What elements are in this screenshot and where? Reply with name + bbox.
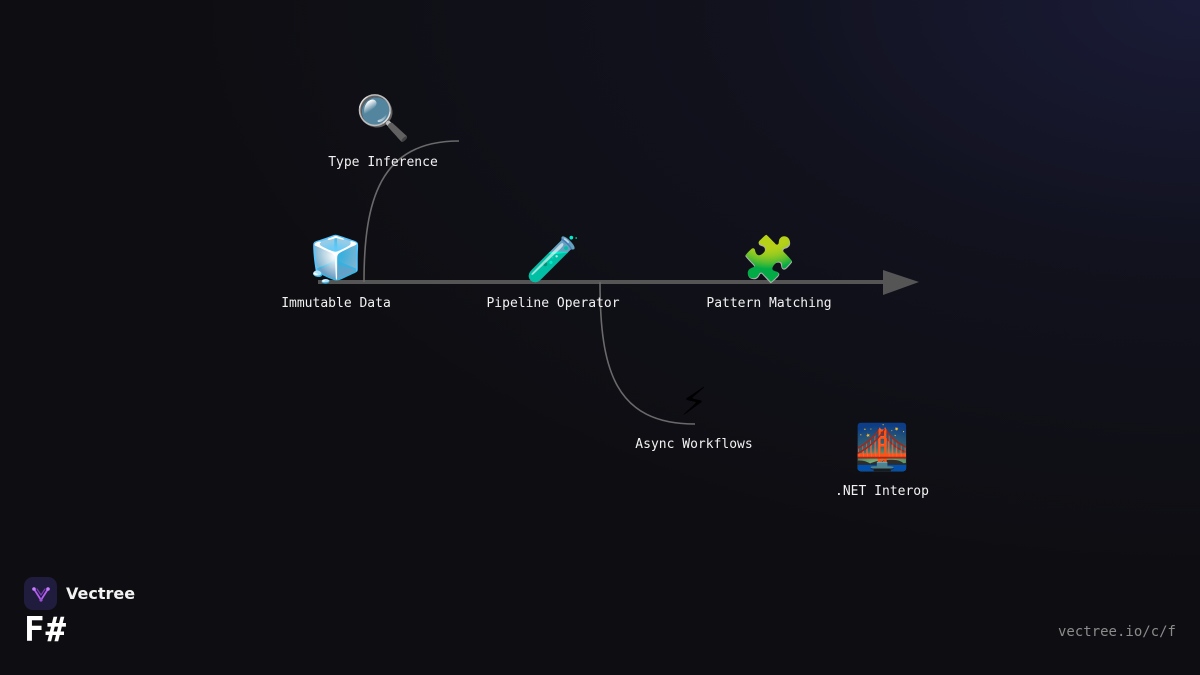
topic-title: F# [24,610,67,650]
node-label: Pattern Matching [706,296,831,311]
vectree-logo-icon [24,577,57,610]
node-label: Type Inference [328,155,438,170]
brand: Vectree [24,577,135,610]
node-net-interop: 🌉 .NET Interop [835,422,929,499]
node-label: Pipeline Operator [486,296,619,311]
logo-glyph [31,586,50,602]
puzzle-piece-icon: 🧩 [742,234,797,285]
brand-name: Vectree [66,584,136,603]
connector-async-workflows [599,281,696,425]
node-async-workflows: ⚡ Async Workflows [635,375,752,452]
magnifying-glass-icon: 🔍 [356,90,411,144]
node-type-inference: 🔍 Type Inference [328,90,438,170]
node-pattern-matching: 🧩 Pattern Matching [706,234,831,311]
bridge-at-night-icon: 🌉 [855,422,910,473]
node-pipeline-operator: 🧪 Pipeline Operator [486,234,619,311]
main-axis-arrowhead [883,270,919,295]
connector-type-inference [363,140,460,283]
node-label: .NET Interop [835,484,929,499]
node-label: Async Workflows [635,437,752,452]
lightning-icon: ⚡ [681,375,708,426]
test-tube-icon: 🧪 [526,234,581,285]
source-url: vectree.io/c/f [1057,624,1176,640]
node-label: Immutable Data [281,296,391,311]
node-immutable-data: 🧊 Immutable Data [281,234,391,311]
ice-cube-icon: 🧊 [309,234,364,285]
